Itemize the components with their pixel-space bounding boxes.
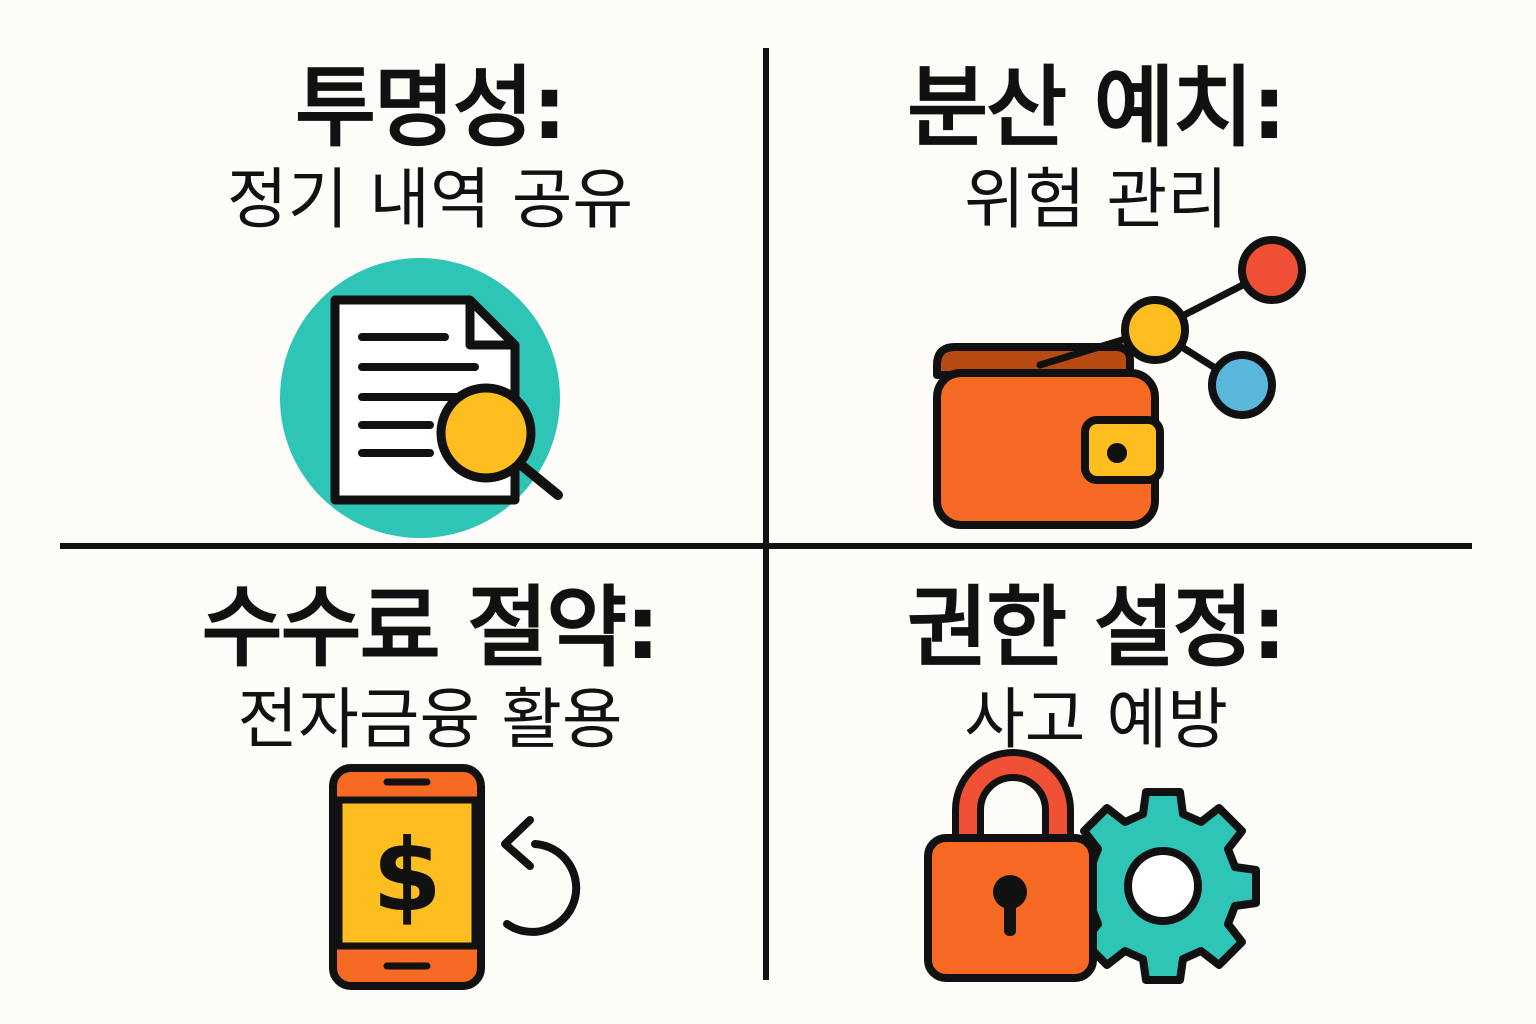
- quadrant-permission-setting: 권한 설정: 사고 예방: [716, 578, 1476, 760]
- quadrant-subtitle: 위험 관리: [964, 161, 1228, 238]
- quadrant-transparency: 투명성: 정기 내역 공유: [50, 58, 810, 240]
- quadrant-title: 권한 설정:: [907, 576, 1287, 679]
- quadrant-subtitle: 정기 내역 공유: [226, 161, 634, 238]
- quadrant-fee-saving: 수수료 절약: 전자금융 활용: [50, 578, 810, 760]
- svg-text:$: $: [372, 817, 442, 934]
- lock-gear-icon: [920, 749, 1260, 985]
- quadrant-diversified-deposit: 분산 예치: 위험 관리: [716, 58, 1476, 240]
- horizontal-divider: [60, 543, 1472, 549]
- quadrant-subtitle: 사고 예방: [964, 681, 1228, 758]
- vertical-divider: [763, 48, 769, 980]
- quadrant-title: 수수료 절약:: [201, 576, 661, 679]
- wallet-network-icon: [925, 235, 1315, 535]
- document-search-icon: [270, 255, 570, 545]
- quadrant-title: 투명성:: [294, 56, 567, 159]
- phone-dollar-icon: $: [325, 760, 605, 990]
- quadrant-subtitle: 전자금융 활용: [237, 681, 623, 758]
- quadrant-title: 분산 예치:: [907, 56, 1287, 159]
